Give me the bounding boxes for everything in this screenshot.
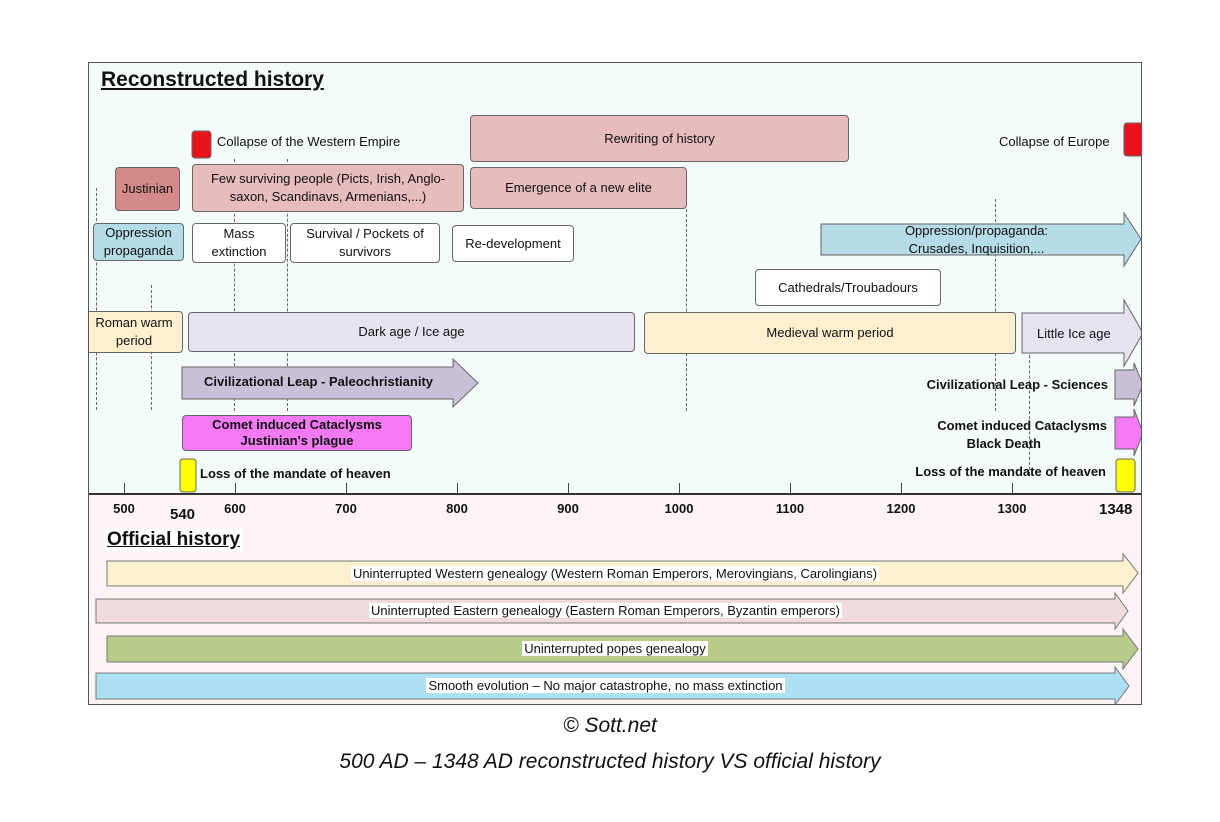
reconstructed-title: Reconstructed history	[101, 68, 324, 91]
justinian-box: Justinian	[115, 167, 180, 211]
leap-left-label: Civilizational Leap - Paleochristianity	[204, 374, 434, 389]
rewriting-label: Rewriting of history	[604, 131, 715, 146]
roman-warm-line-1: Roman warm	[95, 315, 173, 330]
oppression-left-line-2: propaganda	[103, 243, 174, 258]
mass-extinction-line-2: extinction	[211, 244, 267, 259]
few-surviving-line-1: Few surviving people (Picts, Irish, Angl…	[210, 171, 446, 186]
few-surviving-box: Few surviving people (Picts, Irish, Angl…	[192, 164, 464, 212]
axis-tick-label: 1000	[664, 501, 694, 516]
cathedrals-box: Cathedrals/Troubadours	[755, 269, 941, 306]
guide-line	[1029, 345, 1030, 475]
axis-tick-label: 1200	[886, 501, 916, 516]
collapse-west-label: Collapse of the Western Empire	[217, 134, 401, 149]
western-genealogy-text: Uninterrupted Western genealogy (Western…	[350, 566, 880, 581]
axis-tick-label: 500	[113, 501, 135, 516]
axis-tick	[1012, 483, 1013, 493]
axis-tick	[124, 483, 125, 493]
smooth-evolution-label: Smooth evolution – No major catastrophe,…	[96, 677, 1115, 695]
axis-tick-label: 800	[446, 501, 468, 516]
mass-extinction-box: Mass extinction	[192, 223, 286, 263]
oppression-right-label: Oppression/propaganda: Crusades, Inquisi…	[834, 222, 1119, 258]
axis-tick	[790, 483, 791, 493]
axis-end-label: 1348	[1099, 501, 1133, 518]
axis-tick-label: 600	[224, 501, 246, 516]
axis-tick	[235, 483, 236, 493]
cathedrals-label: Cathedrals/Troubadours	[778, 279, 918, 295]
cataclysm-right-arrow	[1114, 408, 1141, 457]
cataclysm-left-line-1: Comet induced Cataclysms	[212, 417, 382, 432]
rewriting-box: Rewriting of history	[470, 115, 849, 162]
mass-extinction-line-1: Mass	[223, 226, 255, 241]
guide-line	[96, 188, 97, 410]
new-elite-label: Emergence of a new elite	[505, 180, 652, 195]
survival-line-1: Survival / Pockets of	[306, 226, 424, 241]
new-elite-box: Emergence of a new elite	[470, 167, 687, 209]
cataclysm-left-box: Comet induced Cataclysms Justinian's pla…	[182, 415, 412, 451]
leap-left-arrow	[181, 357, 479, 409]
diagram-frame: Reconstructed history Collapse of the We…	[88, 62, 1142, 705]
medieval-warm-label: Medieval warm period	[766, 325, 894, 340]
axis-tick-label: 1300	[997, 501, 1027, 516]
axis-tick	[346, 483, 347, 493]
popes-genealogy-text: Uninterrupted popes genealogy	[522, 641, 708, 656]
eastern-genealogy-text: Uninterrupted Eastern genealogy (Eastern…	[369, 603, 842, 618]
roman-warm-line-2: period	[115, 333, 153, 348]
cataclysm-right-label: Comet induced Cataclysms Black Death	[937, 417, 1107, 453]
yellow-marker-1348	[1115, 458, 1136, 493]
dark-age-label: Dark age / Ice age	[358, 324, 465, 339]
little-ice-age-arrow	[1021, 298, 1141, 368]
mandate-left-label: Loss of the mandate of heaven	[200, 466, 391, 481]
axis-tick-label: 700	[335, 501, 357, 516]
popes-genealogy-label: Uninterrupted popes genealogy	[107, 640, 1123, 658]
cataclysm-left-line-2: Justinian's plague	[240, 433, 354, 448]
oppression-left-box: Oppression propaganda	[93, 223, 184, 261]
redevelopment-label: Re-development	[465, 235, 561, 251]
survival-line-2: survivors	[338, 244, 391, 259]
axis-tick-label: 1100	[775, 501, 805, 516]
few-surviving-line-2: saxon, Scandinavs, Armenians,...)	[229, 189, 427, 204]
eastern-genealogy-label: Uninterrupted Eastern genealogy (Eastern…	[96, 602, 1115, 620]
axis-tick	[568, 483, 569, 493]
guide-line	[287, 159, 288, 411]
axis-tick	[457, 483, 458, 493]
oppression-right-arrow	[820, 211, 1141, 268]
cataclysm-right-line-1: Comet induced Cataclysms	[937, 418, 1107, 433]
axis-tick	[679, 483, 680, 493]
axis-tick-label: 900	[557, 501, 579, 516]
justinian-label: Justinian	[121, 181, 174, 196]
mandate-right-label: Loss of the mandate of heaven	[915, 464, 1106, 479]
medieval-warm-box: Medieval warm period	[644, 312, 1016, 354]
timeline-axis	[89, 493, 1141, 495]
credit-caption: © Sott.net	[563, 714, 657, 737]
axis-start-label: 540	[170, 506, 196, 523]
survival-box: Survival / Pockets of survivors	[290, 223, 440, 263]
red-marker-1348	[1123, 122, 1141, 157]
guide-line	[686, 209, 687, 411]
redevelopment-box: Re-development	[452, 225, 574, 262]
little-ice-age-label: Little Ice age	[1037, 326, 1111, 341]
leap-right-label: Civilizational Leap - Sciences	[926, 377, 1108, 392]
official-title: Official history	[104, 529, 244, 551]
red-marker-540	[191, 130, 212, 159]
oppression-right-line-2: Crusades, Inquisition,...	[908, 241, 1045, 256]
smooth-evolution-text: Smooth evolution – No major catastrophe,…	[426, 678, 785, 693]
cataclysm-right-line-2: Black Death	[966, 436, 1041, 451]
guide-line	[995, 199, 996, 411]
yellow-marker-540	[179, 458, 197, 493]
axis-tick	[901, 483, 902, 493]
dark-age-box: Dark age / Ice age	[188, 312, 635, 352]
western-genealogy-label: Uninterrupted Western genealogy (Western…	[107, 565, 1123, 583]
oppression-right-line-1: Oppression/propaganda:	[904, 223, 1049, 238]
leap-right-arrow	[1114, 362, 1141, 407]
collapse-europe-label: Collapse of Europe	[999, 134, 1110, 149]
roman-warm-box: Roman warm period	[89, 311, 183, 353]
subtitle-caption: 500 AD – 1348 AD reconstructed history V…	[339, 750, 881, 773]
oppression-left-line-1: Oppression	[105, 225, 172, 240]
guide-line	[234, 159, 235, 411]
